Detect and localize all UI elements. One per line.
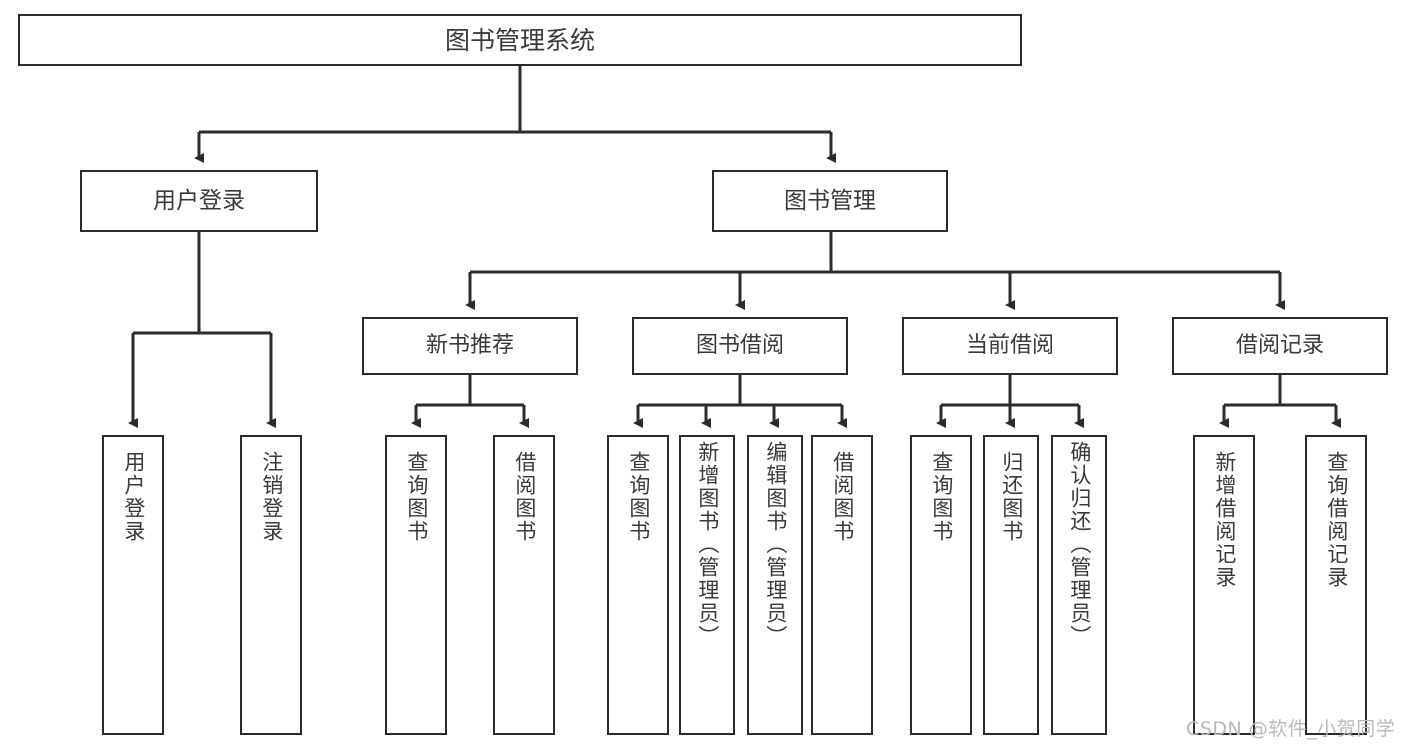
- node-leaf-logout[interactable]: 注销登录: [240, 435, 302, 735]
- node-borrow-record[interactable]: 借阅记录: [1172, 317, 1388, 375]
- node-label: 借阅图书: [830, 451, 855, 543]
- node-leaf-query-book-current[interactable]: 查询图书: [910, 435, 972, 735]
- node-label: 新增借阅记录: [1212, 451, 1237, 589]
- node-label: 图书管理系统: [444, 25, 595, 55]
- node-book-borrow[interactable]: 图书借阅: [632, 317, 848, 375]
- node-label: 查询图书: [626, 451, 651, 543]
- node-user-login[interactable]: 用户登录: [80, 170, 318, 232]
- node-label: 编辑图书（管理员）: [763, 441, 788, 648]
- node-label: 注销登录: [259, 451, 284, 543]
- node-leaf-query-book-recommend[interactable]: 查询图书: [385, 435, 447, 735]
- node-book-management[interactable]: 图书管理: [712, 170, 948, 232]
- node-label: 借阅记录: [1235, 333, 1324, 359]
- node-root-book-management-system[interactable]: 图书管理系统: [18, 14, 1022, 66]
- node-leaf-confirm-return-admin[interactable]: 确认归还（管理员）: [1051, 435, 1107, 735]
- node-label: 图书借阅: [695, 333, 784, 359]
- node-label: 图书管理: [784, 187, 876, 214]
- node-leaf-add-book-admin[interactable]: 新增图书（管理员）: [679, 435, 735, 735]
- node-label: 当前借阅: [965, 333, 1054, 359]
- node-label: 查询图书: [404, 451, 429, 543]
- node-leaf-user-login[interactable]: 用户登录: [102, 435, 164, 735]
- node-label: 查询借阅记录: [1324, 451, 1349, 589]
- node-label: 查询图书: [929, 451, 954, 543]
- node-leaf-borrow-book[interactable]: 借阅图书: [811, 435, 873, 735]
- node-label: 新书推荐: [425, 333, 514, 359]
- node-label: 确认归还（管理员）: [1067, 441, 1092, 648]
- node-label: 归还图书: [999, 451, 1024, 543]
- node-leaf-query-book-borrow[interactable]: 查询图书: [607, 435, 669, 735]
- node-leaf-query-borrow-record[interactable]: 查询借阅记录: [1305, 435, 1367, 735]
- node-label: 用户登录: [153, 187, 245, 214]
- node-label: 用户登录: [121, 451, 146, 543]
- node-label: 借阅图书: [512, 451, 537, 543]
- node-new-book-recommend[interactable]: 新书推荐: [362, 317, 578, 375]
- watermark: CSDN @软件_小贺同学: [1186, 718, 1396, 740]
- node-leaf-return-book[interactable]: 归还图书: [983, 435, 1039, 735]
- node-current-borrow[interactable]: 当前借阅: [902, 317, 1118, 375]
- node-label: 新增图书（管理员）: [695, 441, 720, 648]
- node-leaf-add-borrow-record[interactable]: 新增借阅记录: [1193, 435, 1255, 735]
- node-leaf-borrow-book-recommend[interactable]: 借阅图书: [493, 435, 555, 735]
- node-leaf-edit-book-admin[interactable]: 编辑图书（管理员）: [747, 435, 803, 735]
